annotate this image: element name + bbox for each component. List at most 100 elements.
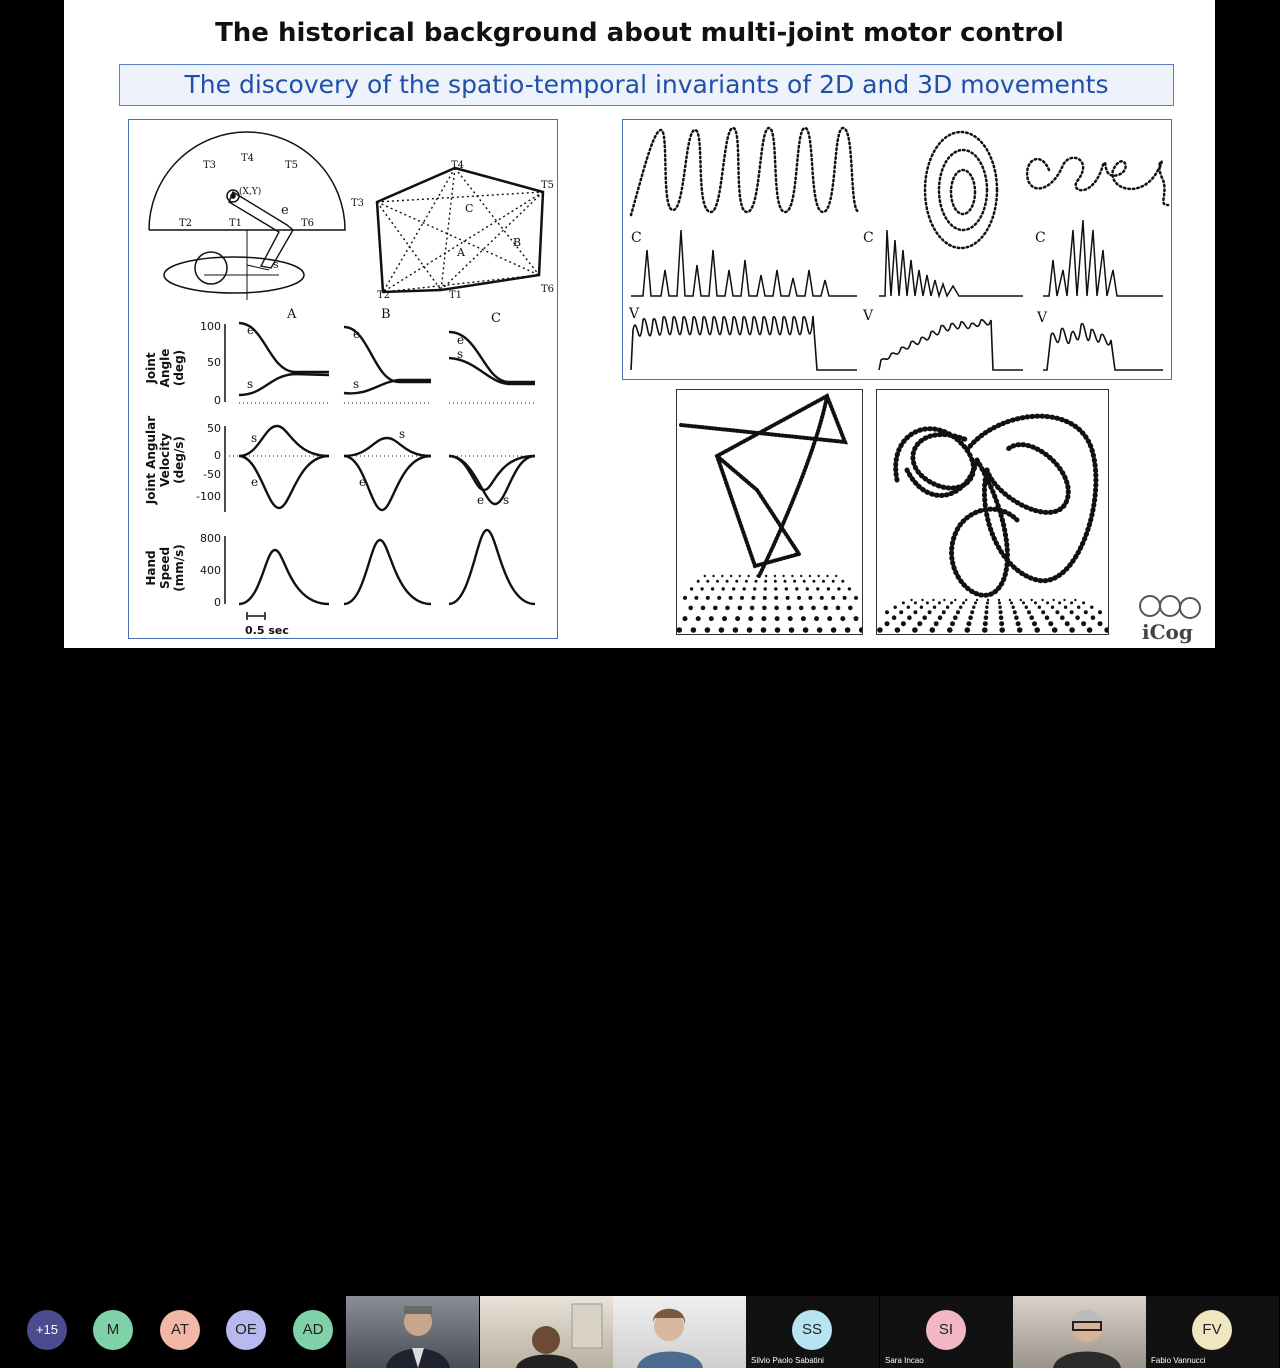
trace-c-label-3: C [1035, 230, 1046, 246]
angle-tick-0: 0 [214, 394, 221, 407]
target-network-diagram [375, 166, 545, 294]
floor-dot [901, 601, 905, 605]
icog-logo-text: iCog [1142, 620, 1193, 644]
participant-avatar-oe[interactable]: OE [226, 1310, 266, 1350]
icog-logo-icon [1139, 595, 1201, 619]
floor-dot [899, 610, 904, 615]
participant-video-tile-1[interactable] [346, 1296, 479, 1368]
person-silhouette-icon [386, 1306, 450, 1368]
floor-dot [785, 595, 790, 600]
path-a-label: A [456, 246, 466, 259]
floor-dot [787, 616, 793, 622]
floor-dot [690, 627, 697, 633]
floor-dot [800, 574, 803, 578]
floor-dot [1083, 610, 1088, 615]
3d-trajectory-path-left [679, 393, 849, 578]
angle-tick-50: 50 [207, 356, 221, 369]
speed-tick-0: 0 [214, 596, 221, 609]
more-participants-button[interactable]: +15 [27, 1310, 67, 1350]
velocity-tick-minus-50: -50 [203, 468, 221, 481]
time-scale-bar [246, 612, 266, 620]
column-b-header: B [381, 307, 391, 322]
floor-dot [802, 627, 809, 633]
network-t2-label: T2 [377, 290, 390, 301]
floor-dot [1063, 605, 1068, 609]
workspace-target-labels: T3 T4 T5 T2 T1 T6 (X,Y) e s [179, 153, 314, 271]
participant-video-tile-2[interactable] [480, 1296, 613, 1368]
joint-angle-label-3: (deg) [172, 350, 186, 386]
floor-dot [729, 574, 733, 578]
floor-dot [956, 610, 960, 615]
floor-dot [1019, 598, 1022, 602]
trajectory-loops [629, 126, 1170, 250]
floor-dot [688, 605, 693, 611]
floor-dot [797, 595, 801, 600]
floor-dot [718, 627, 725, 633]
floor-dot [927, 610, 932, 615]
velocity-curve-labels: s e s e e s [251, 427, 509, 507]
target-t6-label: T6 [301, 218, 314, 229]
floor-dot [762, 605, 767, 611]
floor-dot [950, 621, 955, 627]
floor-dot [913, 601, 917, 605]
floor-dot [823, 605, 828, 611]
3d-trajectory-svg-left [677, 393, 862, 633]
network-t1-label: T1 [449, 290, 462, 301]
network-t4-label: T4 [451, 160, 464, 171]
participant-avatar-ad[interactable]: AD [293, 1310, 333, 1350]
velocity-traces [630, 315, 1163, 371]
floor-dot [906, 605, 910, 609]
angle-tick-100: 100 [200, 320, 221, 333]
floor-dot [1075, 615, 1080, 620]
floor-dot [728, 595, 733, 600]
floor-dot [1034, 627, 1040, 633]
participant-tile-si[interactable]: SI Sara Incao [880, 1296, 1013, 1368]
floor-dot [929, 627, 936, 633]
floor-dot [853, 616, 859, 622]
3d-trajectory-figure-left [676, 389, 863, 635]
floor-dot [1098, 610, 1102, 615]
floor-dot [1014, 615, 1019, 620]
target-t3-label: T3 [203, 160, 216, 171]
floor-dot [756, 574, 759, 578]
participant-video-tile-fv-camera[interactable] [1013, 1296, 1146, 1368]
floor-dot [721, 587, 725, 591]
participant-tile-fv[interactable]: FV Fabio Vannucci [1146, 1296, 1279, 1368]
curve-label-e-b: e [353, 327, 360, 341]
floor-dot [1050, 605, 1055, 609]
participant-avatar-at[interactable]: AT [160, 1310, 200, 1350]
floor-dot [746, 627, 753, 633]
participant-video-tile-3[interactable] [613, 1296, 746, 1368]
angular-velocity-label-2: Velocity [158, 433, 172, 487]
workspace-diagram [148, 131, 346, 300]
floor-grid-right [877, 598, 1108, 633]
floor-dot [1015, 621, 1021, 627]
floor-dot [798, 605, 804, 611]
floor-dot [677, 627, 683, 633]
floor-dot [827, 616, 833, 622]
participant-avatar-ss: SS [792, 1310, 832, 1350]
floor-dot [932, 605, 937, 609]
floor-dot [773, 574, 777, 578]
floor-dot [840, 616, 846, 622]
floor-dot [1041, 598, 1044, 602]
participant-tile-ss[interactable]: SS Silvio Paolo Sabatini [746, 1296, 879, 1368]
participant-avatar-m[interactable]: M [93, 1310, 133, 1350]
floor-dot [907, 615, 912, 620]
floor-dot [984, 610, 989, 615]
floor-dot [1060, 615, 1065, 620]
floor-dot [893, 605, 897, 609]
floor-dot [782, 574, 785, 578]
floor-dot [774, 627, 781, 633]
floor-grid-left [677, 574, 862, 633]
floor-dot [826, 587, 831, 591]
floor-dot [947, 627, 953, 633]
participant-strip: +15 M AT OE AD SS Silvio Paolo Sabatini … [0, 648, 1280, 1368]
floor-dot [1077, 605, 1081, 609]
velocity-label-s-b: s [399, 427, 405, 441]
floor-dot [802, 579, 806, 583]
floor-dot [835, 574, 838, 578]
floor-dot [922, 615, 927, 620]
floor-dot [1037, 605, 1042, 609]
floor-dot [837, 587, 841, 591]
